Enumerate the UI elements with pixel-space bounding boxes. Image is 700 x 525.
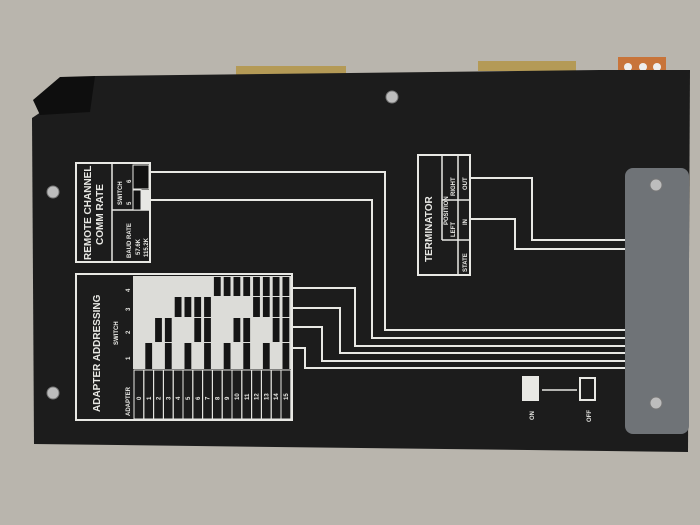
position-right: RIGHT: [451, 177, 457, 196]
adapter-cell: [280, 369, 292, 420]
adapter-number: 1: [147, 396, 153, 400]
state-in: IN: [463, 219, 469, 225]
terminator-title: TERMINATOR: [424, 195, 435, 262]
switch-6-label: 6: [127, 179, 133, 183]
screw-icon: [46, 185, 60, 199]
cover-plate: [625, 168, 689, 434]
switch-cell-on: [223, 343, 231, 369]
switch-cell-on: [262, 297, 270, 317]
state-label: STATE: [463, 253, 469, 272]
switch-cell-on: [233, 318, 241, 342]
switch-cell-on: [243, 318, 251, 342]
adapter-number: 4: [176, 396, 182, 400]
off-label: OFF: [587, 410, 593, 422]
switch-cell-on: [184, 297, 192, 317]
adapter-number: 0: [137, 396, 143, 400]
switch-cell-on: [253, 277, 260, 296]
switch-cell-on: [262, 343, 270, 369]
adapter-number: 10: [235, 393, 241, 400]
adapter-number: 11: [245, 393, 251, 400]
screw-icon: [649, 178, 663, 192]
switch-cell-on: [233, 277, 241, 296]
switch-cell-on: [204, 297, 211, 317]
switch-5-label: 5: [127, 201, 133, 205]
switch-cell-on: [184, 343, 192, 369]
adapter-label: ADAPTER: [126, 386, 132, 416]
comm-rate-title-2: COMM RATE: [95, 184, 106, 245]
switch-cell-on: [282, 297, 290, 317]
switch-cell-on: [174, 297, 182, 317]
screw-icon: [46, 386, 60, 400]
switch-4-label: 4: [126, 288, 132, 292]
switch-off-icon: [579, 377, 596, 401]
switch-cell-on: [204, 318, 211, 342]
screw-icon: [385, 90, 399, 104]
switch-cell-on: [272, 318, 280, 342]
adapter-number: 15: [284, 393, 290, 400]
switch-2-label: 2: [126, 330, 132, 334]
switch-cell-on: [253, 297, 260, 317]
state-out: OUT: [463, 177, 469, 190]
adapter-number: 8: [215, 396, 221, 400]
comm-rate-table: REMOTE CHANNEL COMM RATE SWITCH 5 6 BAUD…: [75, 162, 151, 263]
switch-cell-on: [272, 297, 280, 317]
switch-cell-on: [194, 297, 202, 317]
switch-cell-on: [262, 277, 270, 296]
switch-cell-on: [243, 277, 251, 296]
comm-switch-label: SWITCH: [118, 181, 124, 205]
adapter-number: 13: [264, 393, 270, 400]
position-left: LEFT: [451, 222, 457, 237]
switch-cell-on: [194, 318, 202, 342]
switch-cell-on: [282, 318, 290, 342]
adapter-table-title: ADAPTER ADDRESSING: [92, 294, 103, 412]
switch-cell-on: [164, 343, 172, 369]
switch-on-icon: [522, 376, 539, 401]
adapter-number: 2: [157, 396, 163, 400]
terminator-table: TERMINATOR POSITION LEFT RIGHT STATE IN …: [417, 154, 471, 276]
adapter-switch-label: SWITCH: [114, 321, 120, 345]
switch-cell-on: [155, 318, 162, 342]
adapter-number: 14: [274, 393, 280, 400]
switch-3-label: 3: [126, 307, 132, 311]
switch-cell-on: [204, 343, 211, 369]
comm-rate-title-1: REMOTE CHANNEL: [83, 166, 94, 260]
baud-rate-label: BAUD RATE: [127, 223, 133, 258]
ejector-latch[interactable]: [33, 76, 95, 115]
switch-legend: ON OFF: [522, 376, 596, 422]
adapter-addressing-table: ADAPTER ADDRESSING SWITCH 1 2 3 4 ADAPTE…: [75, 273, 293, 421]
circuit-traces: [150, 171, 625, 369]
edge-connector-right: [478, 61, 576, 71]
switch-cell-on: [243, 343, 251, 369]
rate-57-6k: 57.6K: [136, 238, 142, 255]
switch-cell-on: [213, 277, 221, 296]
screw-icon: [649, 396, 663, 410]
screws: [46, 90, 663, 410]
adapter-number: 3: [166, 396, 172, 400]
switch-cell-on: [272, 277, 280, 296]
switch-cell-on: [164, 318, 172, 342]
adapter-number: 12: [255, 393, 261, 400]
edge-connector-left: [236, 66, 346, 76]
switch-cell-on: [282, 277, 290, 296]
adapter-number: 6: [196, 396, 202, 400]
rate-115-2k: 115.2K: [144, 237, 150, 257]
switch-cell-on: [282, 343, 290, 369]
adapter-number: 9: [225, 396, 231, 400]
on-label: ON: [530, 411, 536, 420]
switch-cell-on: [223, 277, 231, 296]
adapter-number: 5: [186, 396, 192, 400]
adapter-number: 7: [206, 396, 212, 400]
position-label: POSITION: [444, 196, 450, 225]
switch-1-label: 1: [126, 356, 132, 360]
switch-cell-on: [145, 343, 153, 369]
